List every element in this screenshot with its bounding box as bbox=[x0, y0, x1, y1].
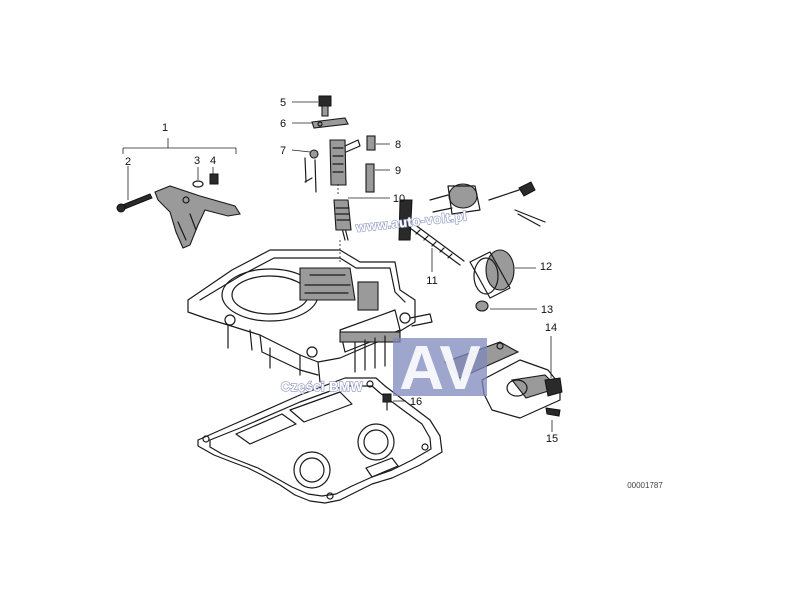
callout-8: 8 bbox=[395, 139, 401, 151]
callout-14: 14 bbox=[545, 322, 557, 334]
watermark-caption: Części BMW bbox=[281, 379, 364, 394]
choke-diaphragm-unit bbox=[429, 181, 546, 227]
callout-3: 3 bbox=[194, 155, 200, 167]
callout-11: 11 bbox=[426, 275, 437, 287]
bracket-assembly bbox=[116, 138, 241, 249]
watermark-logo-letters: AV bbox=[399, 334, 481, 403]
choke-cap bbox=[469, 249, 536, 299]
bolt-16 bbox=[382, 393, 406, 411]
callout-4: 4 bbox=[210, 155, 216, 167]
callout-6: 6 bbox=[280, 118, 286, 130]
callout-13: 13 bbox=[541, 304, 553, 316]
callout-15: 15 bbox=[546, 433, 558, 445]
callout-10: 10 bbox=[393, 193, 405, 205]
watermark-logo-box bbox=[393, 338, 487, 396]
small-plug bbox=[475, 300, 537, 312]
jets-and-springs bbox=[333, 135, 413, 241]
gasket bbox=[197, 377, 443, 504]
callout-16: 16 bbox=[410, 396, 422, 408]
threaded-rod bbox=[409, 223, 465, 272]
callout-1: 1 bbox=[162, 122, 168, 134]
diagram-reference-number: 00001787 bbox=[627, 481, 663, 490]
callout-5: 5 bbox=[280, 97, 286, 109]
callout-2: 2 bbox=[125, 156, 131, 168]
carburetor-body bbox=[187, 249, 433, 383]
callout-7: 7 bbox=[280, 145, 286, 157]
callout-12: 12 bbox=[540, 261, 552, 273]
top-valve-assembly bbox=[291, 95, 361, 193]
callout-9: 9 bbox=[395, 165, 401, 177]
